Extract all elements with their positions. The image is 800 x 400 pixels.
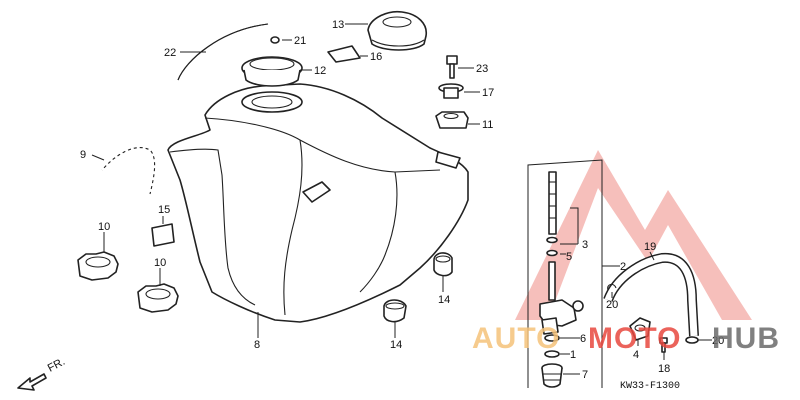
callout-15: 15 [158,204,170,216]
watermark-text-hub: HUB [712,322,780,355]
watermark-text: AUTO MOTO HUB [472,322,780,355]
lever-screw [659,337,668,353]
callout-2: 2 [620,261,626,273]
fuel-valve-frame [527,159,603,388]
callout-20-upper: 20 [606,299,618,311]
callout-8: 8 [254,339,260,351]
callout-20-lower: 20 [712,335,724,347]
grommet-bottom [383,299,407,323]
caution-label [151,223,175,247]
callout-12: 12 [314,65,326,77]
callout-10-lower: 10 [154,257,166,269]
callout-5: 5 [566,251,572,263]
callout-18: 18 [658,363,670,375]
callout-13: 13 [332,19,344,31]
direction-label: FR. [46,356,67,375]
fuel-cap [367,10,427,51]
callout-3: 3 [582,239,588,251]
callout-labels: 1 2 3 4 5 6 7 8 9 10 10 11 12 13 14 14 1… [80,19,724,381]
tube-clip-lower [685,336,699,344]
watermark-logo [515,150,752,320]
fuel-valve-body [539,261,584,335]
grommet-right [433,252,453,277]
tank-cushion [101,147,156,195]
mount-collar [438,83,464,99]
tank-cushion-inner [101,146,156,195]
callout-21: 21 [294,35,306,47]
callout-22: 22 [164,47,176,59]
callout-9: 9 [80,149,86,161]
tube-clip-upper [607,283,617,291]
callout-4: 4 [633,349,639,361]
figure-code: KW33-F1300 [620,381,680,392]
callout-19: 19 [644,241,656,253]
watermark-text-auto: AUTO [472,322,560,355]
mount-bolt [446,55,458,79]
fuel-tank [167,83,469,323]
valve-o-ring-6 [544,334,560,342]
watermark-text-moto: MOTO [588,322,681,355]
leader-lines [91,23,712,375]
fuel-strainer [546,171,558,244]
callout-14-bottom: 14 [390,339,402,351]
callout-23: 23 [476,63,488,75]
mount-grommet [435,111,469,129]
callout-11: 11 [482,119,493,131]
sediment-cup [541,363,563,388]
rubber-cushion-upper [77,251,119,281]
callout-10-upper: 10 [98,221,110,233]
callout-14-right: 14 [438,294,450,306]
callout-16: 16 [370,51,382,63]
fuel-tube-inner [604,254,698,337]
callout-17: 17 [482,87,494,99]
cap-gasket [327,45,361,63]
filler-neck [241,56,303,87]
breather-tube-inner [177,23,269,81]
callout-1: 1 [570,349,576,361]
valve-lever [629,317,651,341]
front-direction-arrow [17,373,47,391]
strainer-o-ring [546,249,558,257]
valve-o-ring-1 [544,350,560,358]
callout-7: 7 [582,369,588,381]
tube-clip [270,36,280,44]
callout-6: 6 [580,333,586,345]
rubber-cushion-lower [137,283,179,313]
